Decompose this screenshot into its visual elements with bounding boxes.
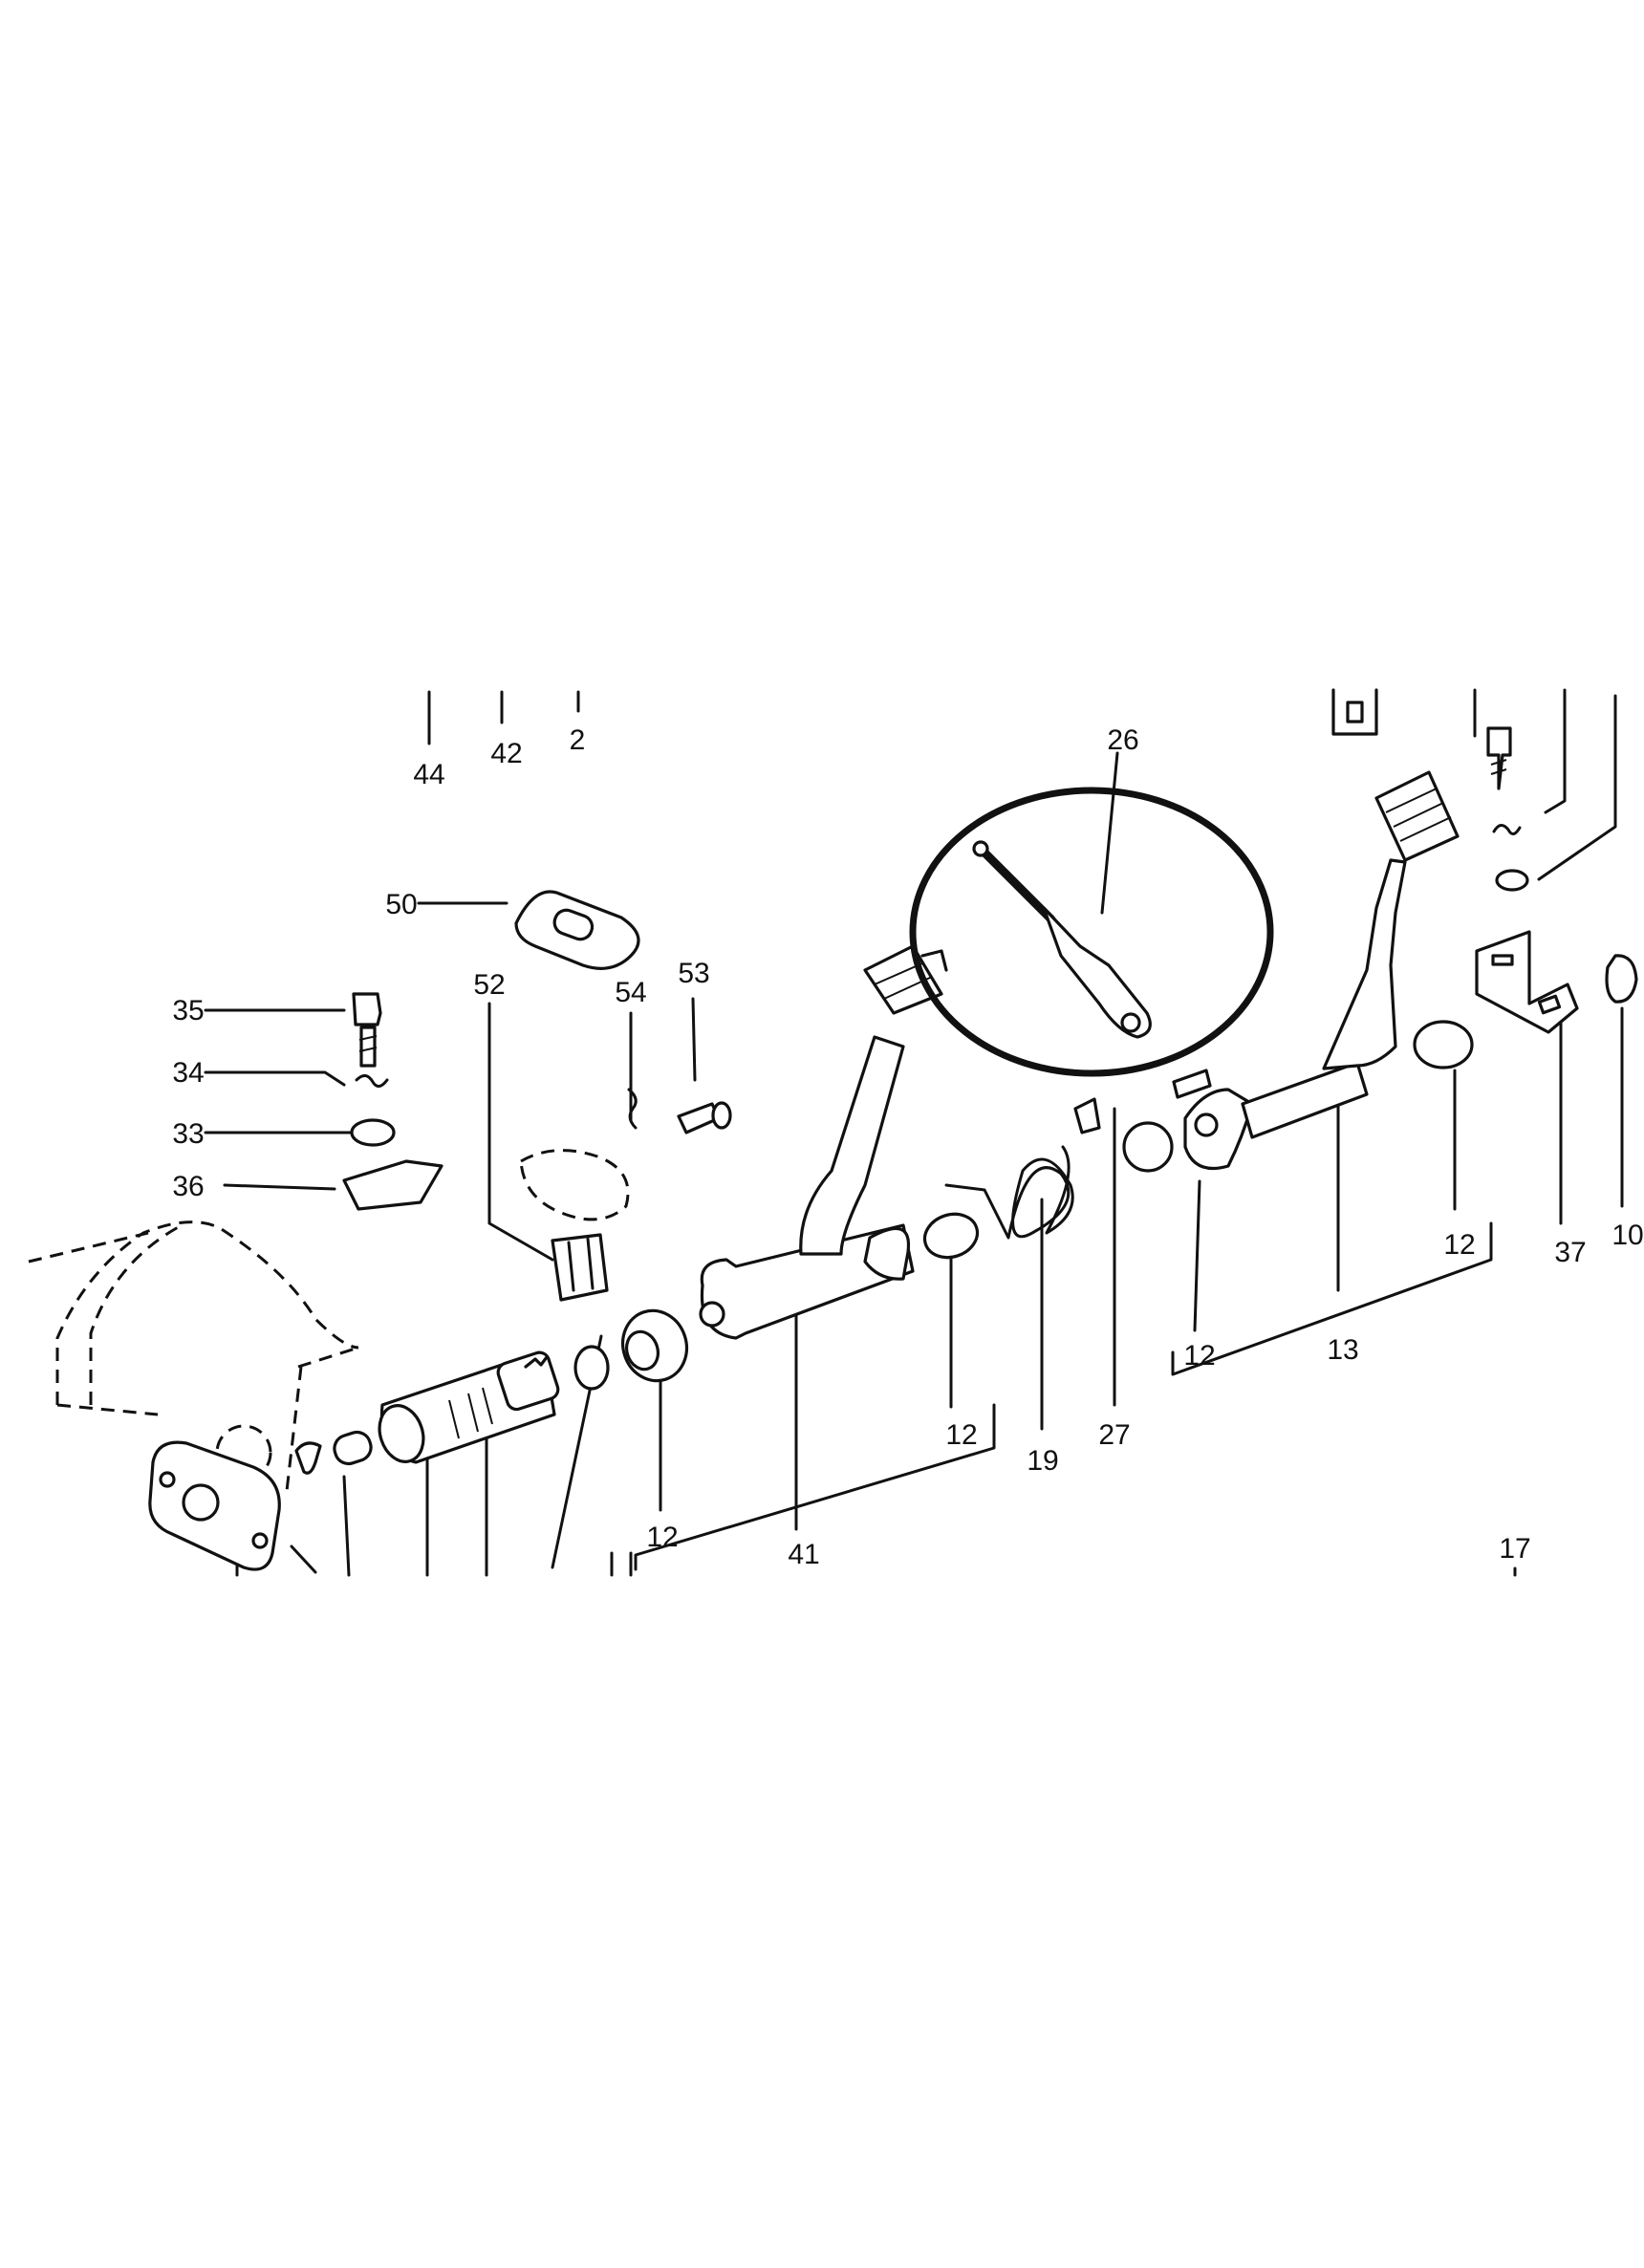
- label-19: 19: [1027, 1445, 1058, 1477]
- label-53: 53: [678, 958, 709, 989]
- labels: 44 42 2 26 50 35 34 33 36 52 54 53 41 12…: [172, 724, 1643, 1570]
- detail-callout-26: [909, 787, 1274, 1077]
- transmission-housing: [28, 1220, 359, 1492]
- label-17: 17: [1499, 1533, 1530, 1565]
- label-37: 37: [1554, 1237, 1586, 1268]
- label-35: 35: [172, 995, 204, 1026]
- pedal-assembly-41: [699, 944, 948, 1340]
- label-10: 10: [1612, 1220, 1643, 1251]
- label-34: 34: [172, 1057, 204, 1089]
- label-50: 50: [385, 889, 417, 920]
- label-12-left: 12: [646, 1522, 678, 1553]
- mounting-flange: [148, 1440, 281, 1571]
- label-52: 52: [473, 969, 505, 1001]
- pedal-assembly-13: [1122, 770, 1474, 1173]
- label-12-right-bracket: 12: [1183, 1340, 1215, 1372]
- right-hardware: [1331, 688, 1638, 1034]
- label-44: 44: [413, 759, 444, 790]
- label-12-far-right: 12: [1443, 1229, 1475, 1261]
- label-13: 13: [1327, 1334, 1358, 1366]
- label-42: 42: [490, 738, 522, 769]
- group-brackets: [634, 1221, 1493, 1571]
- label-12-middle: 12: [945, 1419, 977, 1451]
- label-2: 2: [570, 724, 586, 756]
- shaft-parts-left: [294, 1308, 689, 1475]
- label-41: 41: [788, 1539, 819, 1570]
- label-33: 33: [172, 1118, 204, 1150]
- label-36: 36: [172, 1171, 204, 1202]
- label-27: 27: [1098, 1419, 1130, 1451]
- label-26: 26: [1107, 724, 1138, 756]
- label-54: 54: [615, 977, 646, 1008]
- leader-lines: [204, 688, 1624, 1577]
- left-small-parts: [342, 890, 732, 1302]
- bushing-spring-clip: [922, 1097, 1101, 1260]
